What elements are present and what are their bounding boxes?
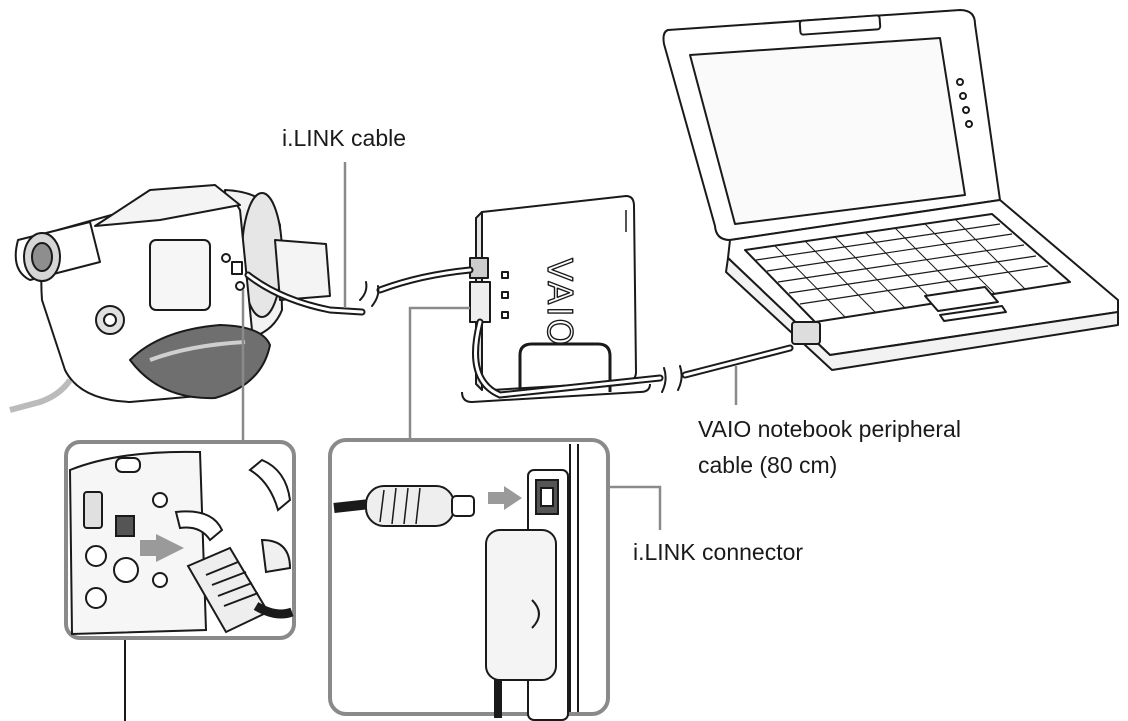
- inset-ilink-port-inner: [540, 487, 554, 507]
- vaio-cable-fill: [474, 320, 662, 397]
- inset-drive-port: [328, 438, 610, 721]
- drive-indicator: [501, 271, 509, 279]
- camcorder-illustration: [9, 184, 331, 413]
- inset-camcorder-port: [64, 440, 296, 640]
- inset-insert-arrow: [140, 534, 184, 562]
- drive-indicator: [501, 311, 509, 319]
- inset-ilink-cable: [333, 499, 371, 513]
- laptop-keyboard-columns: [774, 218, 1026, 318]
- ilink-cable: [244, 266, 474, 316]
- camcorder-eyepiece-inner: [31, 242, 53, 272]
- camcorder-button: [235, 281, 245, 291]
- camcorder-panel: [149, 239, 211, 311]
- laptop-touchpad: [924, 286, 999, 312]
- vaio-drive-illustration: VAIO: [461, 195, 651, 403]
- ilink-cable-fill: [246, 273, 364, 314]
- drive-stand-base: [461, 383, 651, 403]
- camcorder-strap-highlight: [149, 340, 246, 362]
- camcorder-port: [231, 261, 243, 275]
- vaio-cable-label-line2: cable (80 cm): [698, 452, 838, 478]
- vaio-cable-label-line1: VAIO notebook peripheral: [698, 416, 961, 442]
- cable-break-mark: [359, 281, 380, 307]
- laptop-base-front: [725, 257, 1119, 371]
- drive-logo: VAIO: [539, 258, 579, 347]
- vaio-cable-fill: [683, 346, 792, 377]
- inset-jack-small: [152, 492, 168, 508]
- inset-strap: [248, 458, 292, 512]
- laptop-button: [962, 106, 970, 114]
- inset-ilink-port: [115, 515, 135, 537]
- inset-peripheral-plug: [485, 529, 557, 681]
- laptop-touchpad-buttons: [939, 305, 1007, 322]
- camcorder-button: [221, 253, 231, 263]
- camcorder-lcd-door: [274, 239, 331, 301]
- drive-cable-plug: [469, 281, 491, 323]
- inset-jack: [113, 557, 139, 583]
- inset-camcorder-panel: [68, 450, 208, 636]
- vaio-peripheral-cable: [472, 318, 794, 399]
- camcorder-dial-inner: [103, 313, 117, 327]
- inset-plug-cable: [253, 602, 294, 619]
- inset-jack: [85, 587, 107, 609]
- laptop-keyboard: [744, 213, 1071, 323]
- inset-port-top: [115, 457, 141, 473]
- inset-plug-notch: [531, 599, 540, 629]
- camcorder-power-cord: [9, 378, 73, 413]
- inset-av-jack: [83, 491, 103, 529]
- inset-cable-clip: [174, 510, 224, 542]
- laptop-hinge-tab: [798, 14, 882, 36]
- inset-plug-grip: [379, 487, 421, 525]
- ilink-connector-label: i.LINK connector: [633, 539, 804, 565]
- drive-indicator: [501, 291, 509, 299]
- drive-stand: [518, 342, 612, 392]
- ilink-cable-label: i.LINK cable: [282, 125, 407, 151]
- inset-plug-grip: [205, 561, 259, 607]
- ilink-cable-fill: [378, 268, 472, 292]
- inset-insert-arrow: [488, 486, 522, 510]
- cable-break-mark: [661, 365, 683, 393]
- laptop-peripheral-port: [791, 321, 821, 345]
- inset-jack-small: [152, 572, 168, 588]
- inset-ilink-plug: [365, 485, 455, 527]
- camcorder-top: [94, 184, 241, 227]
- laptop-illustration: [662, 9, 1119, 371]
- laptop-button: [959, 92, 967, 100]
- leader-lines: [124, 162, 738, 721]
- leader-drive-zoom: [408, 306, 470, 440]
- inset-jack: [85, 545, 107, 567]
- laptop-button: [956, 78, 964, 86]
- laptop-keyboard-rows: [755, 223, 1049, 305]
- inset-ilink-plug-tip: [451, 495, 475, 517]
- laptop-button: [965, 120, 973, 128]
- inset-knob: [260, 538, 292, 574]
- laptop-screen: [689, 37, 966, 225]
